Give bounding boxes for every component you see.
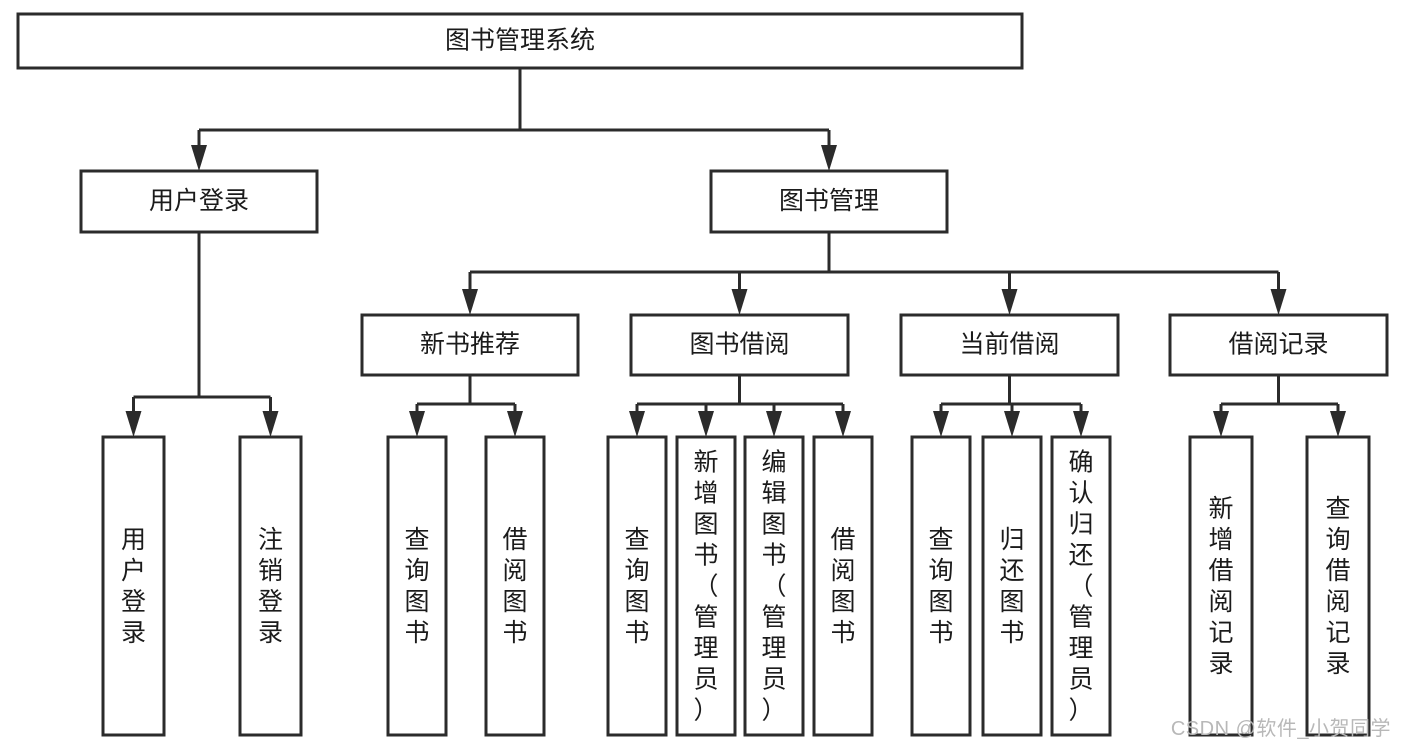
node-box xyxy=(360,313,580,377)
arrow-head-icon xyxy=(1001,289,1018,315)
node-box xyxy=(16,12,1024,70)
arrow-head-icon xyxy=(409,411,425,437)
node-label-new-book-rec: 新书推荐 xyxy=(420,331,520,359)
node-label-leaf-return-book: 归还图书 xyxy=(999,526,1024,647)
node-leaf-query-record[interactable]: 查询借阅记录 xyxy=(1305,435,1371,737)
node-leaf-query-book-3[interactable]: 查询图书 xyxy=(910,435,972,737)
node-label-leaf-confirm-return: 确认归还（管理员） xyxy=(1068,449,1093,725)
arrow-head-icon xyxy=(1213,411,1229,437)
edge-group-borrow-record xyxy=(1213,375,1346,437)
node-box xyxy=(484,435,546,737)
node-box xyxy=(1168,313,1389,377)
watermark-text: CSDN @软件_小贺同学 xyxy=(1170,718,1391,740)
edge-group-book-manage xyxy=(462,232,1287,315)
node-label-leaf-borrow-book-2: 借阅图书 xyxy=(830,526,855,647)
node-new-book-rec[interactable]: 新书推荐 xyxy=(360,313,580,377)
node-box xyxy=(386,435,448,737)
node-leaf-add-book[interactable]: 新增图书（管理员） xyxy=(675,435,737,737)
arrow-head-icon xyxy=(933,411,949,437)
node-leaf-borrow-book-1[interactable]: 借阅图书 xyxy=(484,435,546,737)
arrow-head-icon xyxy=(766,411,782,437)
node-label-leaf-borrow-book-1: 借阅图书 xyxy=(502,526,527,647)
node-label-leaf-add-record: 新增借阅记录 xyxy=(1208,495,1233,678)
node-leaf-query-book-2[interactable]: 查询图书 xyxy=(606,435,668,737)
node-leaf-return-book[interactable]: 归还图书 xyxy=(981,435,1043,737)
arrow-head-icon xyxy=(835,411,851,437)
node-box xyxy=(79,169,319,234)
edge-group-new-book-rec xyxy=(409,375,523,437)
node-label-root: 图书管理系统 xyxy=(445,27,595,55)
edge-group-book-borrow xyxy=(629,375,851,437)
node-box xyxy=(812,435,874,737)
node-box xyxy=(675,435,737,737)
node-current-borrow[interactable]: 当前借阅 xyxy=(899,313,1120,377)
arrow-head-icon xyxy=(1330,411,1346,437)
node-label-leaf-add-book: 新增图书（管理员） xyxy=(693,449,718,725)
node-label-user-login: 用户登录 xyxy=(149,187,249,215)
node-leaf-add-record[interactable]: 新增借阅记录 xyxy=(1188,435,1254,737)
node-label-leaf-query-book-3: 查询图书 xyxy=(928,526,953,647)
node-book-manage[interactable]: 图书管理 xyxy=(709,169,949,234)
node-box xyxy=(899,313,1120,377)
node-label-leaf-edit-book: 编辑图书（管理员） xyxy=(761,449,786,725)
node-book-borrow[interactable]: 图书借阅 xyxy=(629,313,850,377)
node-box xyxy=(1050,435,1112,737)
arrow-head-icon xyxy=(125,411,142,437)
arrow-head-icon xyxy=(1004,411,1020,437)
node-box xyxy=(709,169,949,234)
node-label-leaf-user-login: 用户登录 xyxy=(121,526,146,647)
edge-group-current-borrow xyxy=(933,375,1089,437)
node-box xyxy=(606,435,668,737)
arrow-head-icon xyxy=(262,411,279,437)
arrow-head-icon xyxy=(1073,411,1089,437)
edge-group-user-login xyxy=(125,232,279,437)
node-label-leaf-query-record: 查询借阅记录 xyxy=(1325,495,1350,678)
node-leaf-borrow-book-2[interactable]: 借阅图书 xyxy=(812,435,874,737)
node-box xyxy=(743,435,805,737)
edge-group-root xyxy=(191,68,837,171)
node-box xyxy=(238,435,303,737)
node-root[interactable]: 图书管理系统 xyxy=(16,12,1024,70)
node-leaf-confirm-return[interactable]: 确认归还（管理员） xyxy=(1050,435,1112,737)
node-box xyxy=(1305,435,1371,737)
arrow-head-icon xyxy=(1270,289,1287,315)
node-layer: 图书管理系统用户登录图书管理新书推荐图书借阅当前借阅借阅记录用户登录注销登录查询… xyxy=(16,12,1389,737)
node-label-book-borrow: 图书借阅 xyxy=(689,331,789,359)
node-box xyxy=(981,435,1043,737)
arrow-head-icon xyxy=(462,289,478,315)
node-label-book-manage: 图书管理 xyxy=(779,187,879,215)
node-label-current-borrow: 当前借阅 xyxy=(959,331,1059,359)
node-label-leaf-logout: 注销登录 xyxy=(258,526,283,647)
arrow-head-icon xyxy=(629,411,645,437)
node-leaf-logout[interactable]: 注销登录 xyxy=(238,435,303,737)
node-user-login[interactable]: 用户登录 xyxy=(79,169,319,234)
node-label-leaf-query-book-2: 查询图书 xyxy=(624,526,649,647)
node-box xyxy=(1188,435,1254,737)
arrow-head-icon xyxy=(507,411,523,437)
node-leaf-user-login[interactable]: 用户登录 xyxy=(101,435,166,737)
arrow-head-icon xyxy=(698,411,714,437)
arrow-head-icon xyxy=(731,289,748,315)
arrow-head-icon xyxy=(191,145,207,171)
node-leaf-edit-book[interactable]: 编辑图书（管理员） xyxy=(743,435,805,737)
arrow-head-icon xyxy=(821,145,837,171)
node-label-borrow-record: 借阅记录 xyxy=(1228,331,1328,359)
node-leaf-query-book-1[interactable]: 查询图书 xyxy=(386,435,448,737)
node-box xyxy=(910,435,972,737)
edge-layer xyxy=(125,68,1346,437)
node-label-leaf-query-book-1: 查询图书 xyxy=(404,526,429,647)
node-borrow-record[interactable]: 借阅记录 xyxy=(1168,313,1389,377)
node-box xyxy=(629,313,850,377)
node-box xyxy=(101,435,166,737)
